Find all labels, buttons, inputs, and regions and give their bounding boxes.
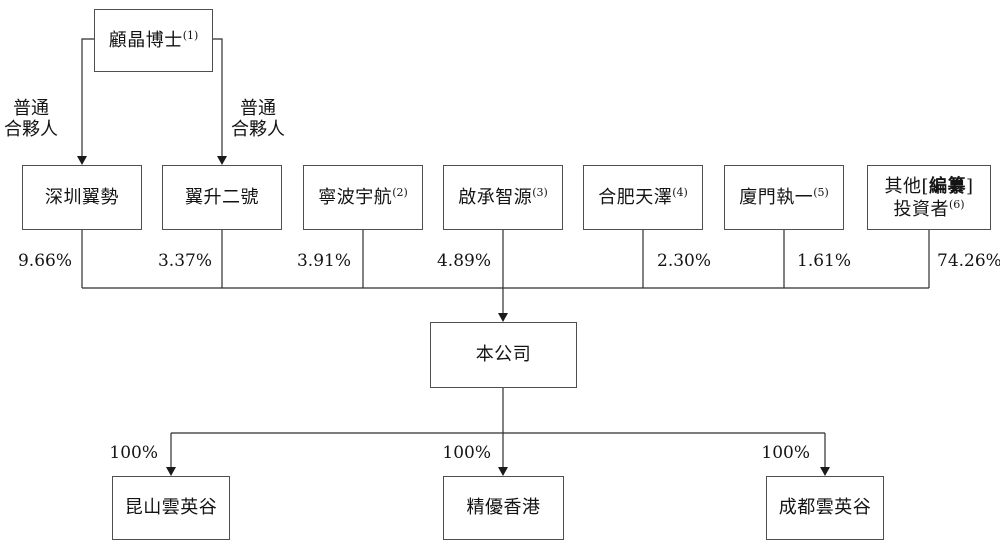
subsidiary-name: 昆山雲英谷 [124, 497, 218, 518]
pct-kunshan: 100% [109, 443, 158, 463]
box-shareholder-xiamen-zhiyi: 廈門執一(5) [724, 165, 844, 230]
shareholder-name: 其他[ [884, 175, 929, 197]
bracket-close: ] [966, 175, 974, 197]
box-shareholder-other-investors: 其他[編纂] 投資者(6) [867, 165, 991, 230]
subsidiary-name: 成都雲英谷 [778, 497, 872, 518]
arrowhead [166, 467, 176, 476]
pct-shenzhen-yishi: 9.66% [17, 251, 72, 271]
box-shareholder-shenzhen-yishi: 深圳翼勢 [22, 165, 142, 230]
pct-chengdu: 100% [761, 443, 810, 463]
footnote-ref: (1) [182, 28, 199, 42]
pct-qicheng-zhiyuan: 4.89% [436, 251, 491, 271]
shareholder-name: 深圳翼勢 [45, 186, 119, 208]
subsidiary-connector-kunshan [166, 433, 176, 476]
box-subsidiary-hongkong: 精優香港 [443, 476, 564, 540]
footnote-ref: (5) [813, 185, 829, 199]
footnote-ref: (6) [948, 197, 965, 211]
company-name: 本公司 [475, 344, 532, 365]
gp-connector-left [77, 38, 94, 165]
subsidiary-connector-chengdu [820, 433, 830, 476]
box-shareholder-ningbo-yuhang: 寧波宇航(2) [303, 165, 423, 230]
arrowhead [498, 313, 508, 322]
pct-hefei-tianze: 2.30% [657, 251, 712, 271]
arrowhead [77, 156, 87, 165]
box-subsidiary-chengdu: 成都雲英谷 [766, 476, 884, 540]
general-partner-label-right: 普通 合夥人 [231, 98, 285, 140]
footnote-ref: (2) [392, 185, 408, 199]
gp-connector-right [213, 38, 227, 165]
general-partner-label-left: 普通 合夥人 [4, 98, 58, 140]
box-subsidiary-kunshan: 昆山雲英谷 [112, 476, 230, 540]
arrowhead [217, 156, 227, 165]
pct-hongkong: 100% [442, 443, 491, 463]
shareholder-name-line2: 投資者 [893, 198, 949, 220]
shareholder-name: 寧波宇航 [318, 186, 393, 208]
pct-xiamen-zhiyi: 1.61% [797, 251, 852, 271]
arrowhead [820, 467, 830, 476]
shareholder-name: 啟承智源 [458, 186, 533, 208]
subsidiary-name: 精優香港 [466, 497, 541, 518]
box-shareholder-yisheng-no2: 翼升二號 [162, 165, 282, 230]
company-inbound-connector [498, 288, 508, 322]
pct-other-investors: 74.26% [937, 251, 1000, 271]
box-the-company: 本公司 [430, 322, 577, 388]
subsidiary-connector-hongkong [498, 433, 508, 476]
footnote-ref: (4) [672, 185, 688, 199]
box-shareholder-qicheng-zhiyuan: 啟承智源(3) [443, 165, 563, 230]
footnote-ref: (3) [532, 185, 548, 199]
shareholder-name: 廈門執一 [739, 186, 814, 208]
box-shareholder-hefei-tianze: 合肥天澤(4) [583, 165, 703, 230]
pct-yisheng-no2: 3.37% [157, 251, 212, 271]
shareholder-name: 合肥天澤 [598, 186, 673, 208]
shareholder-name: 翼升二號 [185, 186, 259, 208]
shareholder-drop-lines [81, 230, 930, 288]
pct-ningbo-yuhang: 3.91% [296, 251, 351, 271]
redacted-marker: 編纂 [929, 175, 966, 197]
box-controlling-shareholder: 顧晶博士(1) [94, 9, 213, 72]
controlling-shareholder-name: 顧晶博士 [108, 29, 183, 51]
arrowhead [498, 467, 508, 476]
